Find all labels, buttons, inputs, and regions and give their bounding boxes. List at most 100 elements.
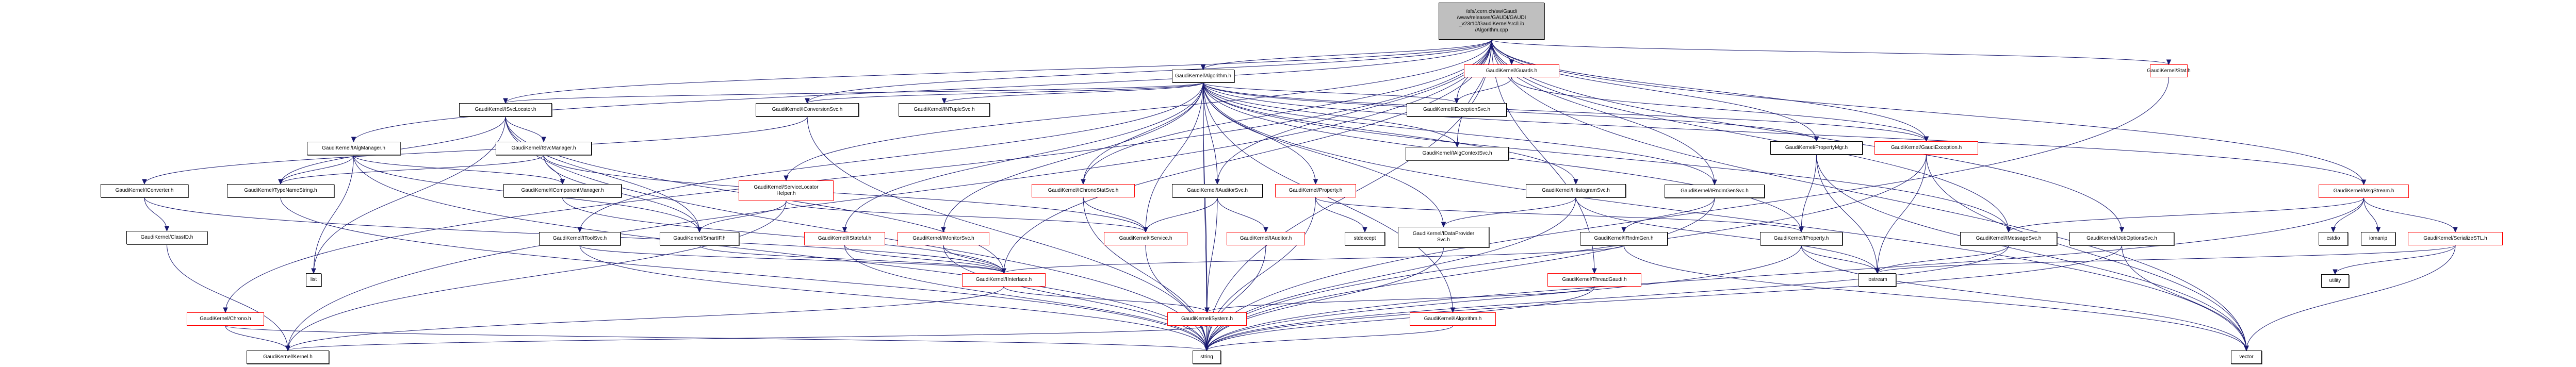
node-property-h[interactable]: GaudiKernel/Property.h xyxy=(1275,184,1356,197)
edge-root-to-ijoboptionssvc_h xyxy=(1491,39,2122,232)
edge-chrono_h-to-kernel_h xyxy=(225,325,288,351)
edge-isvclocator_h-to-isvcmanager_h xyxy=(505,116,544,142)
edge-classid_h-to-kernel_h xyxy=(167,244,288,351)
node-iexceptionsvc-h[interactable]: GaudiKernel/IExceptionSvc.h xyxy=(1407,103,1507,116)
node-isvcmanager-h[interactable]: GaudiKernel/ISvcManager.h xyxy=(496,142,592,155)
edge-root-to-vector xyxy=(1491,39,2247,351)
arrowhead-icon xyxy=(842,227,847,233)
node-propertymgr-h[interactable]: GaudiKernel/PropertyMgr.h xyxy=(1770,141,1863,155)
node-system-h[interactable]: GaudiKernel/System.h xyxy=(1167,312,1247,326)
node-list[interactable]: list xyxy=(306,273,321,287)
edge-servicelocatorhelper_h-to-iservice_h xyxy=(786,201,1146,232)
arrowhead-icon xyxy=(142,179,147,185)
node-stat-h[interactable]: GaudiKernel/Stat.h xyxy=(2147,64,2191,77)
node-iomanip[interactable]: iomanip xyxy=(2361,232,2395,245)
node-ichronostatsvc-h[interactable]: GaudiKernel/IChronoStatSvc.h xyxy=(1032,184,1135,197)
arrowhead-icon xyxy=(1362,227,1367,233)
edge-servicelocatorhelper_h-to-smartif_h xyxy=(699,201,787,232)
node-isvclocator-h[interactable]: GaudiKernel/ISvcLocator.h xyxy=(459,103,552,116)
node-ihistogramsvc-h[interactable]: GaudiKernel/IHistogramSvc.h xyxy=(1526,184,1626,197)
node-iconverter-h[interactable]: GaudiKernel/IConverter.h xyxy=(101,184,188,197)
edge-iauditorsvc_h-to-iservice_h xyxy=(1145,197,1218,232)
node-utility[interactable]: utility xyxy=(2321,274,2349,288)
edge-root-to-algorithm_h xyxy=(1203,39,1492,70)
edge-istateful_h-to-iinterface_h xyxy=(844,245,1004,274)
node-itoolsvc-h[interactable]: GaudiKernel/IToolSvc.h xyxy=(539,232,621,245)
edge-root-to-chrono_h xyxy=(225,39,1492,313)
edge-msgstream_h-to-serializestl_h xyxy=(2363,197,2456,232)
edge-serializestl_h-to-iostream xyxy=(1877,245,2456,274)
edge-iauditorsvc_h-to-system_h xyxy=(1207,197,1218,313)
node-chrono-h[interactable]: GaudiKernel/Chrono.h xyxy=(187,312,264,326)
edge-ihistogramsvc_h-to-idataprovidersvc_h xyxy=(1443,197,1576,227)
arrowhead-icon xyxy=(941,227,946,233)
node-intuplesvc-h[interactable]: GaudiKernel/INTupleSvc.h xyxy=(899,103,990,116)
arrowhead-icon xyxy=(1263,227,1268,233)
arrowhead-icon xyxy=(1874,268,1880,274)
edge-ialgorithm_h-to-string xyxy=(1207,325,1453,351)
node-root[interactable]: /afs/.cern.ch/sw/Gaudi /www/releases/GAU… xyxy=(1439,3,1544,40)
arrowhead-icon xyxy=(1001,268,1006,274)
edge-ijoboptionssvc_h-to-vector xyxy=(2122,245,2247,351)
edge-property_h-to-iproperty_h xyxy=(1315,197,1802,232)
node-vector[interactable]: vector xyxy=(2231,351,2262,364)
node-typenamestring-h[interactable]: GaudiKernel/TypeNameString.h xyxy=(227,184,334,197)
node-ialgcontextsvc-h[interactable]: GaudiKernel/IAlgContextSvc.h xyxy=(1406,147,1509,160)
node-ialgmanager-h[interactable]: GaudiKernel/IAlgManager.h xyxy=(307,142,400,155)
edge-algorithm_h-to-vector xyxy=(1203,82,2247,351)
node-imessagesvc-h[interactable]: GaudiKernel/IMessageSvc.h xyxy=(1960,232,2057,245)
node-iservice-h[interactable]: GaudiKernel/IService.h xyxy=(1104,232,1187,245)
node-iauditor-h[interactable]: GaudiKernel/IAuditor.h xyxy=(1227,232,1305,245)
node-imonitorsvc-h[interactable]: GaudiKernel/IMonitorSvc.h xyxy=(898,232,989,245)
node-iconversionsvc-h[interactable]: GaudiKernel/IConversionSvc.h xyxy=(756,103,859,116)
node-idataprovidersvc-h[interactable]: GaudiKernel/IDataProvider Svc.h xyxy=(1398,227,1489,247)
edge-irndmgen_h-to-vector xyxy=(1623,245,2247,351)
node-serializestl-h[interactable]: GaudiKernel/SerializeSTL.h xyxy=(2408,232,2503,245)
node-iostream[interactable]: iostream xyxy=(1858,273,1896,287)
edge-iconverter_h-to-classid_h xyxy=(144,197,167,231)
edge-algorithm_h-to-istateful_h xyxy=(844,82,1203,232)
node-smartif-h[interactable]: GaudiKernel/SmartIF.h xyxy=(660,232,739,245)
edge-algorithm_h-to-ialgcontextsvc_h xyxy=(1203,82,1458,147)
arrowhead-icon xyxy=(2453,227,2458,233)
edge-threadgaudi_h-to-string xyxy=(1207,286,1595,351)
node-servicelocatorhelper-h[interactable]: GaudiKernel/ServiceLocator Helper.h xyxy=(739,180,834,201)
edge-iproperty_h-to-iostream xyxy=(1801,245,1878,274)
node-threadgaudi-h[interactable]: GaudiKernel/ThreadGaudi.h xyxy=(1547,273,1641,287)
edge-imessagesvc_h-to-iostream xyxy=(1877,245,2009,274)
node-gaudiexception-h[interactable]: GaudiKernel/GaudiException.h xyxy=(1874,141,1978,155)
node-kernel-h[interactable]: GaudiKernel/Kernel.h xyxy=(247,351,329,364)
node-irndmgensvc-h[interactable]: GaudiKernel/IRndmGenSvc.h xyxy=(1665,185,1765,198)
edge-servicelocatorhelper_h-to-kernel_h xyxy=(287,201,787,351)
node-classid-h[interactable]: GaudiKernel/ClassID.h xyxy=(126,231,207,244)
arrowhead-icon xyxy=(1215,179,1220,185)
edge-istateful_h-to-string xyxy=(844,245,1207,351)
node-iproperty-h[interactable]: GaudiKernel/IProperty.h xyxy=(1760,232,1843,245)
arrowhead-icon xyxy=(2244,345,2249,352)
node-algorithm-h[interactable]: GaudiKernel/Algorithm.h xyxy=(1172,70,1234,82)
arrowhead-icon xyxy=(541,137,546,143)
node-ialgorithm-h[interactable]: GaudiKernel/IAlgorithm.h xyxy=(1410,312,1496,326)
arrowhead-icon xyxy=(503,98,508,104)
node-icomponentmanager-h[interactable]: GaudiKernel/IComponentManager.h xyxy=(503,184,622,197)
arrowhead-icon xyxy=(1081,179,1086,185)
node-msgstream-h[interactable]: GaudiKernel/MsgStream.h xyxy=(2319,185,2409,198)
edge-algorithm_h-to-imessagesvc_h xyxy=(1203,82,2009,232)
node-iinterface-h[interactable]: GaudiKernel/IInterface.h xyxy=(962,273,1046,287)
edge-propertymgr_h-to-iproperty_h xyxy=(1801,154,1817,232)
edge-msgstream_h-to-iomanip xyxy=(2363,197,2378,232)
node-iauditorsvc-h[interactable]: GaudiKernel/IAuditorSvc.h xyxy=(1172,184,1263,197)
arrowhead-icon xyxy=(1592,268,1597,274)
node-istateful-h[interactable]: GaudiKernel/IStateful.h xyxy=(804,232,885,245)
edge-ihistogramsvc_h-to-string xyxy=(1207,197,1576,351)
node-irndmgen-h[interactable]: GaudiKernel/IRndmGen.h xyxy=(1580,232,1668,245)
node-ijoboptionssvc-h[interactable]: GaudiKernel/IJobOptionsSvc.h xyxy=(2069,232,2174,245)
edge-algorithm_h-to-iconversionsvc_h xyxy=(807,82,1203,104)
node-string[interactable]: string xyxy=(1193,351,1221,364)
edge-ichronostatsvc_h-to-iservice_h xyxy=(1083,197,1146,232)
arrowhead-icon xyxy=(1455,142,1460,148)
node-cstdio[interactable]: cstdio xyxy=(2319,232,2348,245)
arrowhead-icon xyxy=(1204,307,1210,313)
node-guards-h[interactable]: GaudiKernel/Guards.h xyxy=(1464,64,1559,77)
node-stdexcept[interactable]: stdexcept xyxy=(1345,232,1385,245)
